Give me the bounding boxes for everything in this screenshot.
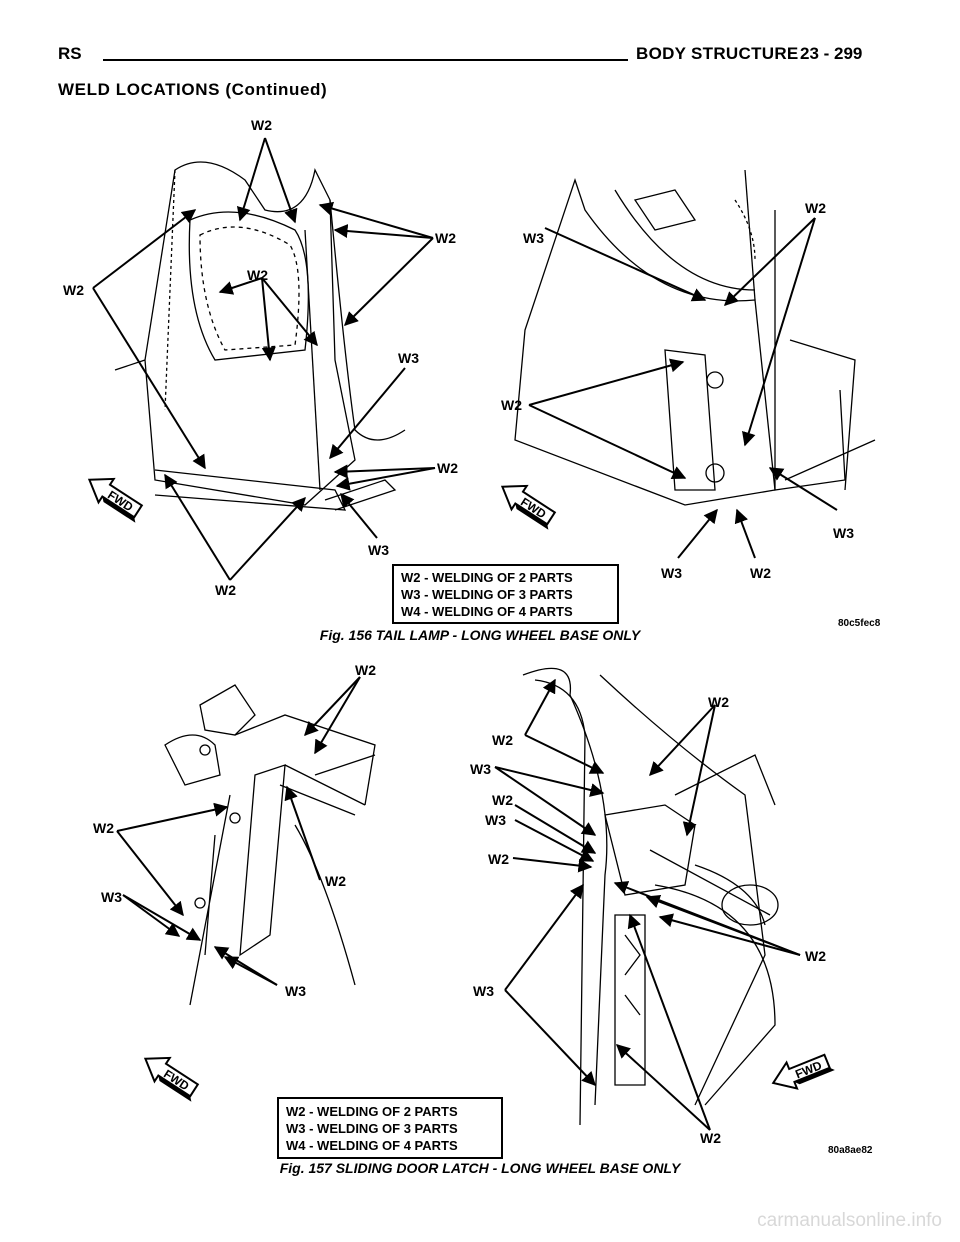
- fwd-arrow-icon: FWD: [500, 484, 557, 530]
- callout-arrows: [116, 676, 801, 1131]
- fwd-arrow-icon: FWD: [87, 477, 144, 523]
- callout-label: W2: [750, 565, 771, 581]
- callout-label: W3: [101, 889, 122, 905]
- figure-157-sliding-door-latch: W2 W2 W3 W2 W3 W2 W2 W3 W2 W3 W2 W2 W3 W…: [55, 655, 905, 1185]
- left-panel-drawing: [164, 684, 376, 1006]
- image-code: 80a8ae82: [828, 1145, 873, 1156]
- weld-legend: W2 - WELDING OF 2 PARTS W3 - WELDING OF …: [392, 564, 619, 624]
- figure-156-tail-lamp: W2 W2 W2 W2 W3 W2 W3 W2 W3 W2 W2 W3 W3 W…: [55, 110, 905, 645]
- legend-item: W4 - WELDING OF 4 PARTS: [401, 604, 573, 619]
- callout-label: W2: [488, 851, 509, 867]
- watermark: carmanualsonline.info: [757, 1210, 942, 1231]
- callout-label: W2: [700, 1130, 721, 1146]
- callout-label: W2: [805, 948, 826, 964]
- callout-label: W2: [435, 230, 456, 246]
- callout-label: W2: [708, 694, 729, 710]
- weld-legend: W2 - WELDING OF 2 PARTS W3 - WELDING OF …: [277, 1097, 503, 1159]
- fwd-arrow-icon: FWD: [771, 1053, 835, 1090]
- page-number: 23 - 299: [800, 44, 863, 63]
- callout-label: W3: [661, 565, 682, 581]
- legend-item: W2 - WELDING OF 2 PARTS: [401, 570, 573, 585]
- legend-item: W4 - WELDING OF 4 PARTS: [286, 1138, 458, 1153]
- callout-labels: W2 W2 W2 W2 W3 W2 W3 W2 W3 W2 W2 W3 W3 W…: [63, 117, 854, 598]
- section-title: BODY STRUCTURE: [636, 44, 799, 63]
- legend-item: W2 - WELDING OF 2 PARTS: [286, 1104, 458, 1119]
- callout-label: W2: [492, 792, 513, 808]
- callout-label: W2: [63, 282, 84, 298]
- callout-label: W3: [285, 983, 306, 999]
- callout-label: W3: [833, 525, 854, 541]
- callout-label: W2: [251, 117, 272, 133]
- callout-label: W2: [355, 662, 376, 678]
- callout-label: W3: [473, 983, 494, 999]
- header-rule: [103, 59, 628, 61]
- callout-label: W2: [805, 200, 826, 216]
- image-code: 80c5fec8: [838, 618, 881, 629]
- manual-code: RS: [58, 44, 82, 63]
- figure-156-illustration: W2 W2 W2 W2 W3 W2 W3 W2 W3 W2 W2 W3 W3 W…: [63, 117, 881, 629]
- figure-157-illustration: W2 W2 W3 W2 W3 W2 W2 W3 W2 W3 W2 W2 W3 W…: [93, 662, 873, 1159]
- callout-label: W3: [523, 230, 544, 246]
- callout-label: W3: [470, 761, 491, 777]
- callout-labels: W2 W2 W3 W2 W3 W2 W2 W3 W2 W3 W2 W2 W3 W…: [93, 662, 826, 1146]
- legend-item: W3 - WELDING OF 3 PARTS: [401, 587, 573, 602]
- legend-item: W3 - WELDING OF 3 PARTS: [286, 1121, 458, 1136]
- left-panel-drawing: [114, 161, 406, 511]
- callout-label: W2: [492, 732, 513, 748]
- callout-label: W3: [398, 350, 419, 366]
- fwd-arrow-icon: FWD: [143, 1056, 200, 1102]
- figure-157-caption: Fig. 157 SLIDING DOOR LATCH - LONG WHEEL…: [279, 1160, 681, 1176]
- callout-arrows: [92, 137, 838, 581]
- figure-156-caption: Fig. 156 TAIL LAMP - LONG WHEEL BASE ONL…: [319, 627, 641, 643]
- callout-label: W2: [93, 820, 114, 836]
- callout-label: W2: [325, 873, 346, 889]
- right-panel-drawing: [514, 169, 876, 506]
- callout-label: W2: [247, 267, 268, 283]
- callout-label: W2: [437, 460, 458, 476]
- section-heading: WELD LOCATIONS (Continued): [58, 80, 328, 99]
- callout-label: W2: [501, 397, 522, 413]
- callout-label: W3: [368, 542, 389, 558]
- callout-label: W3: [485, 812, 506, 828]
- callout-label: W2: [215, 582, 236, 598]
- page-header: RS BODY STRUCTURE 23 - 299: [0, 0, 960, 80]
